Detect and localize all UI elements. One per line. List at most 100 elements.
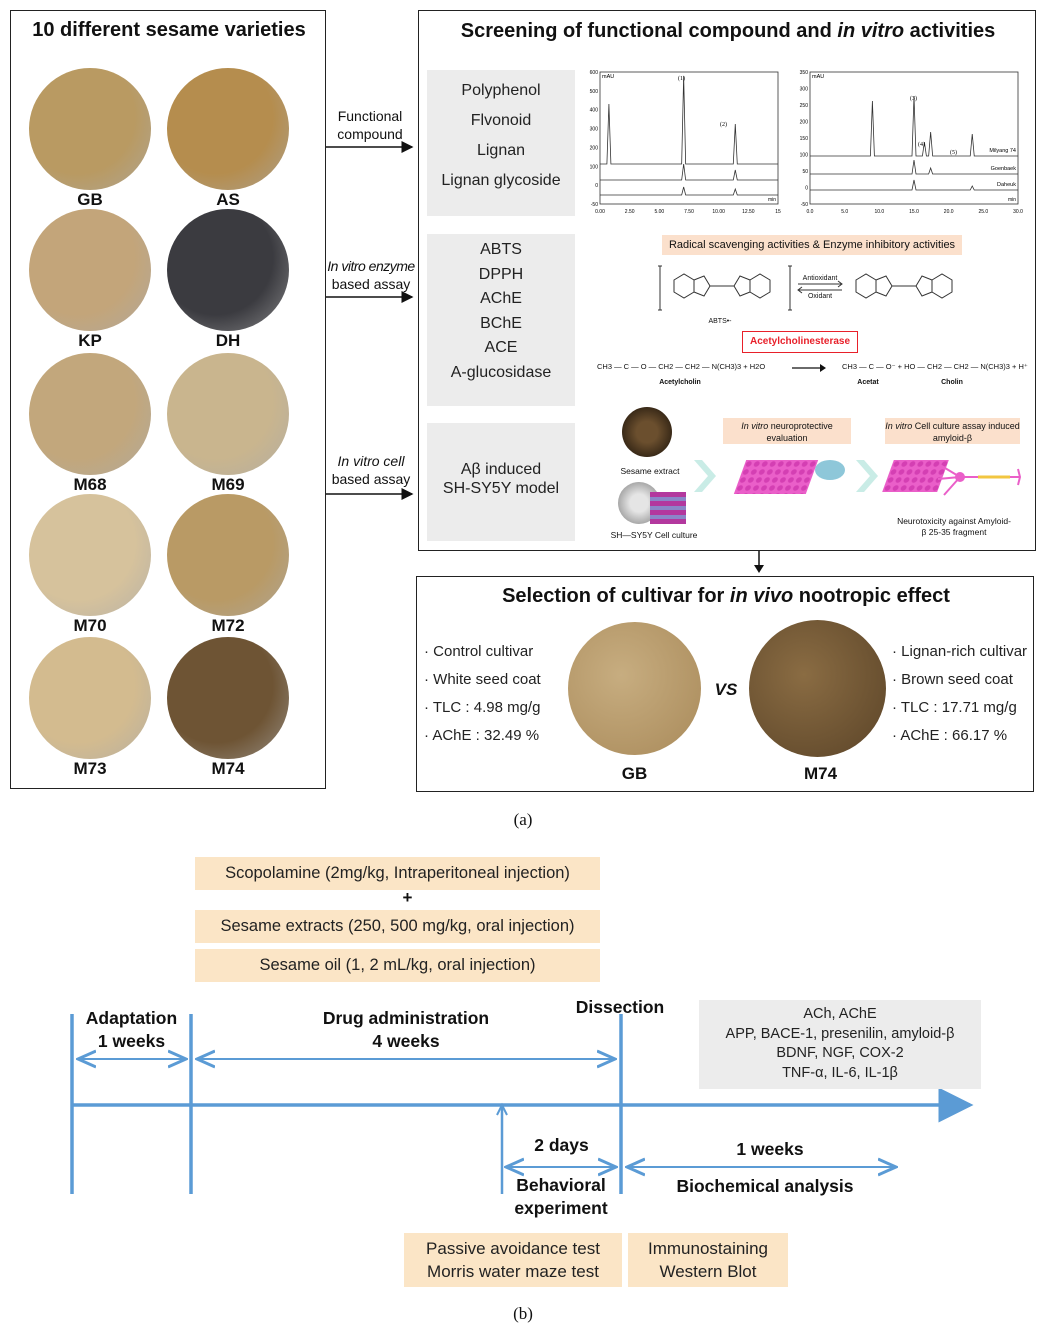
biomarker-list: ACh, AChE APP, BACE-1, presenilin, amylo… xyxy=(699,1000,981,1089)
cell-model: Aβ induced SH-SY5Y model xyxy=(427,423,575,541)
x-tick-label: 7.50 xyxy=(684,209,694,215)
peak-label: (4) xyxy=(918,141,925,148)
selection-panel: Selection of cultivar for in vivo nootro… xyxy=(416,576,1034,792)
control-cultivar-list: · Control cultivar · White seed coat · T… xyxy=(424,643,541,744)
seed-label-m68: M68 xyxy=(73,475,107,494)
x-tick-label: 5.0 xyxy=(841,209,848,215)
seed-image-m72 xyxy=(167,494,289,616)
y-tick-label: 0 xyxy=(595,183,598,189)
x-unit-label: min xyxy=(768,197,776,203)
selected-gb-label: GB xyxy=(621,764,648,783)
y-tick-label: 300 xyxy=(590,127,599,133)
x-tick-label: 0.00 xyxy=(595,209,605,215)
two-days-label: 2 days xyxy=(534,1135,589,1155)
treatment-oil: Sesame oil (1, 2 mL/kg, oral injection) xyxy=(195,949,600,982)
y-tick-label: 0 xyxy=(805,186,808,192)
one-week-label: 1 weeks xyxy=(736,1139,804,1159)
acetylcholin-label: Acetylcholin xyxy=(659,379,701,386)
acetat-label: Acetat xyxy=(857,379,879,386)
peak-label: (3) xyxy=(910,95,917,102)
x-tick-label: 20.0 xyxy=(944,209,954,215)
selected-m74-label: M74 xyxy=(803,764,838,783)
behavioral-tests: Passive avoidance test Morris water maze… xyxy=(404,1233,622,1287)
seed-image-m74-selected xyxy=(749,620,886,757)
y-tick-label: 200 xyxy=(590,145,599,151)
neurotox-label: Neurotoxicity against Amyloid-β 25-35 fr… xyxy=(897,516,1011,537)
reaction-right: CH3 — C — O⁻ + HO — CH2 — CH2 — N(CH3)3 … xyxy=(842,362,1028,371)
caption-a: (a) xyxy=(513,810,533,829)
trace-name: Milyang 74 xyxy=(989,148,1016,154)
peak-label: (2) xyxy=(720,121,727,128)
seed-image-m70 xyxy=(29,494,151,616)
x-tick-label: 10.0 xyxy=(874,209,884,215)
x-tick-label: 5.00 xyxy=(654,209,664,215)
cholin-label: Cholin xyxy=(941,379,963,386)
arrows-a xyxy=(326,141,414,500)
seed-image-m73 xyxy=(29,637,151,759)
neuron-icon xyxy=(937,464,1022,496)
y-tick-label: 500 xyxy=(590,89,599,95)
plot-frame xyxy=(599,71,779,205)
treatment-scopolamine: Scopolamine (2mg/kg, Intraperitoneal inj… xyxy=(195,857,600,890)
well-plate xyxy=(733,460,819,494)
seed-image-dh xyxy=(167,209,289,331)
seed-image-m69 xyxy=(167,353,289,475)
seed-image-gb xyxy=(29,68,151,190)
y-unit-label: mAU xyxy=(812,74,824,80)
seed-label-m73: M73 xyxy=(73,759,107,778)
trace-line xyxy=(600,75,778,165)
neuro-eval-banner: In vitro neuroprotective evaluation xyxy=(723,418,851,444)
y-tick-label: 250 xyxy=(800,103,809,109)
varieties-title: 10 different sesame varieties xyxy=(32,19,306,41)
x-tick-label: 10.00 xyxy=(712,209,725,215)
seed-image-gb-selected xyxy=(568,622,701,755)
sesame-extract-image xyxy=(622,407,672,457)
seed-label-kp: KP xyxy=(78,331,102,350)
treatment-plus: + xyxy=(402,888,413,907)
selection-title: Selection of cultivar for in vivo nootro… xyxy=(502,585,950,607)
sesame-extract-label: Sesame extract xyxy=(620,466,680,476)
cell-assay-banner: In vitro Cell culture assay induced amyl… xyxy=(885,418,1020,444)
seed-image-m68 xyxy=(29,353,151,475)
abts-reaction xyxy=(658,265,953,311)
trace-line xyxy=(600,163,778,181)
reaction-left: CH3 — C — O — CH2 — CH2 — N(CH3)3 + H2O xyxy=(597,362,766,371)
biochemical-label: Biochemical analysis xyxy=(676,1176,854,1196)
seed-label-m70: M70 xyxy=(73,616,107,635)
y-tick-label: 350 xyxy=(800,70,809,76)
y-tick-label: 150 xyxy=(800,136,809,142)
oxidant-label: Oxidant xyxy=(807,293,833,300)
x-tick-label: 15.0 xyxy=(909,209,919,215)
seed-label-as: AS xyxy=(216,190,240,209)
timeline xyxy=(70,1014,974,1194)
plot-frame xyxy=(809,71,1019,205)
y-tick-label: -50 xyxy=(801,202,808,208)
antioxidant-label: Antioxidant xyxy=(802,275,838,282)
x-tick-label: 2.50 xyxy=(625,209,635,215)
seed-label-dh: DH xyxy=(215,331,241,350)
x-unit-label: min xyxy=(1008,197,1016,203)
radical-banner: Radical scavenging activities & Enzyme i… xyxy=(662,235,962,255)
y-tick-label: 300 xyxy=(800,87,809,93)
trace-line xyxy=(600,186,778,196)
y-tick-label: 50 xyxy=(802,169,808,175)
seed-label-m69: M69 xyxy=(211,475,245,494)
y-tick-label: 600 xyxy=(590,70,599,76)
molecule-sketch xyxy=(815,460,845,480)
y-tick-label: 200 xyxy=(800,120,809,126)
seed-label-m74: M74 xyxy=(211,759,245,778)
trace-name: Daheuk xyxy=(997,182,1016,188)
trace-line xyxy=(810,179,1018,191)
treatment-extracts: Sesame extracts (250, 500 mg/kg, oral in… xyxy=(195,910,600,943)
x-tick-label: 12.50 xyxy=(742,209,755,215)
